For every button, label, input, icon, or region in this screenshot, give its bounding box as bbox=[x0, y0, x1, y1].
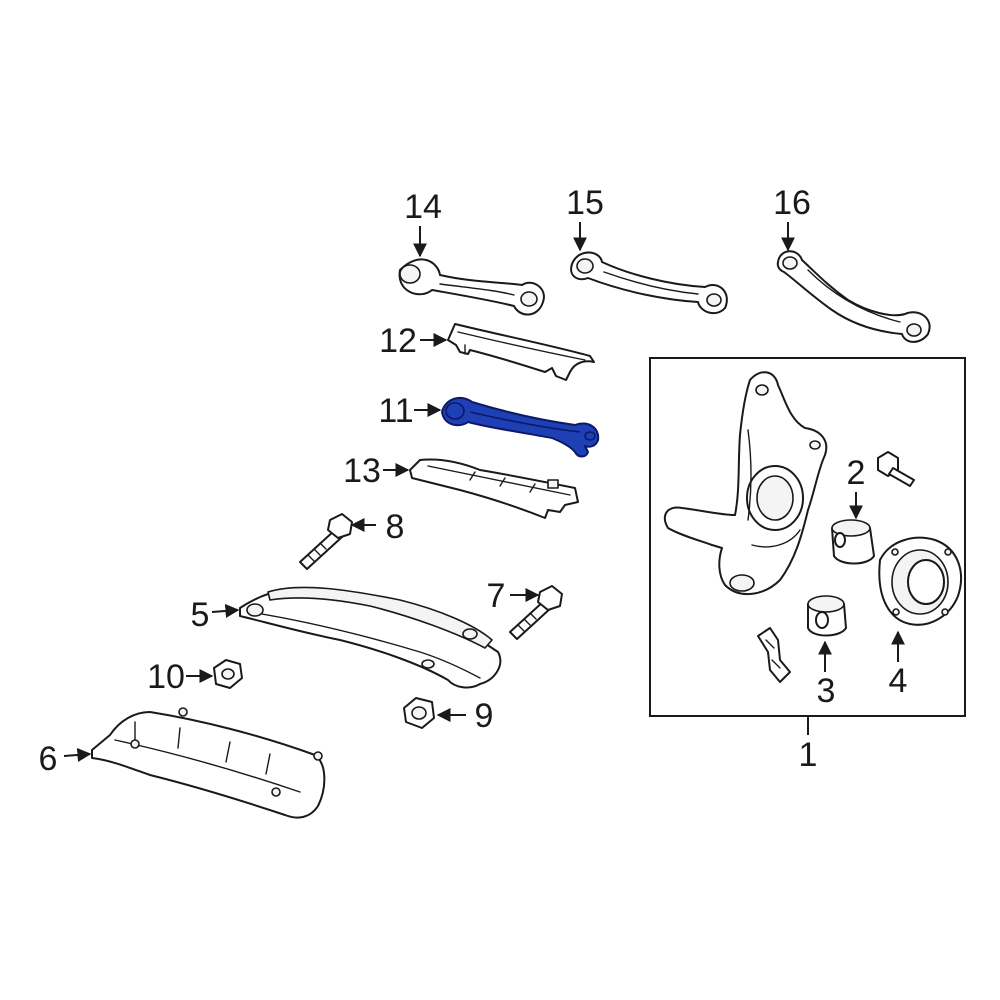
part-4-hub-bearing[interactable] bbox=[878, 536, 962, 626]
part-1-knuckle[interactable] bbox=[663, 371, 828, 596]
part-11-lower-control-arm-highlighted[interactable] bbox=[441, 396, 600, 458]
knuckle-bolt[interactable] bbox=[877, 451, 915, 487]
part-14-upper-control-arm[interactable] bbox=[398, 258, 545, 316]
leader-6 bbox=[63, 747, 92, 762]
callout-16: 16 bbox=[773, 184, 811, 222]
part-16-lateral-arm[interactable] bbox=[776, 250, 931, 343]
part-5-crossmember[interactable] bbox=[239, 586, 502, 689]
part-8-bolt[interactable] bbox=[299, 513, 353, 570]
callout-11: 11 bbox=[378, 392, 413, 430]
part-13-lower-shield[interactable] bbox=[409, 458, 579, 519]
callout-13: 13 bbox=[343, 452, 381, 490]
callout-9: 9 bbox=[475, 697, 494, 735]
part-9-nut[interactable] bbox=[403, 697, 435, 729]
part-10-nut[interactable] bbox=[213, 659, 243, 689]
part-15-upper-arm[interactable] bbox=[570, 251, 728, 315]
callout-14: 14 bbox=[404, 188, 442, 226]
callout-8: 8 bbox=[386, 508, 405, 546]
sensor-clip[interactable] bbox=[757, 627, 791, 683]
callout-6: 6 bbox=[39, 740, 58, 778]
callout-4: 4 bbox=[889, 662, 908, 700]
part-7-bolt[interactable] bbox=[509, 585, 563, 640]
callout-7: 7 bbox=[487, 577, 506, 615]
callout-3: 3 bbox=[817, 672, 836, 710]
callout-12: 12 bbox=[379, 322, 417, 360]
part-3-bushing[interactable] bbox=[807, 595, 847, 637]
part-6-underbody-shield[interactable] bbox=[91, 707, 326, 819]
callout-15: 15 bbox=[566, 184, 604, 222]
part-2-bushing[interactable] bbox=[831, 519, 875, 565]
callout-10: 10 bbox=[147, 658, 185, 696]
callout-5: 5 bbox=[191, 596, 210, 634]
part-12-arm-shield[interactable] bbox=[447, 323, 595, 381]
callout-1: 1 bbox=[799, 736, 818, 774]
callout-2: 2 bbox=[847, 454, 866, 492]
leader-5 bbox=[211, 603, 240, 618]
